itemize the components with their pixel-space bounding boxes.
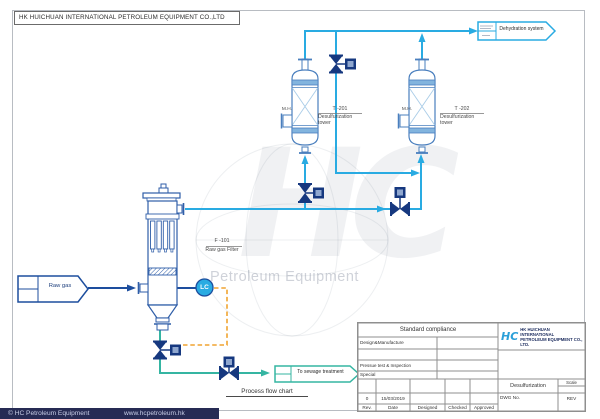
tb-empty xyxy=(358,379,376,393)
tb-special-row: Special xyxy=(358,371,437,379)
flag-raw-gas xyxy=(17,275,89,303)
tower2-manhole-label: M.H. xyxy=(401,106,413,112)
tb-standard-compliance: Standard compliance xyxy=(358,323,498,337)
gas-piping xyxy=(185,30,469,210)
tb-empty xyxy=(437,349,498,360)
tb-col-designed: Designed xyxy=(410,404,445,411)
tb-empty xyxy=(410,379,445,393)
tower1-tag: T -201 xyxy=(332,105,348,112)
watermark-globe xyxy=(195,143,389,337)
gas-flow-arrows xyxy=(301,27,478,213)
flag-raw-gas-label: Raw gas xyxy=(48,283,72,289)
tb-col-approved: Approved xyxy=(470,404,498,411)
tower2-name-1: Desulfurization xyxy=(440,113,475,120)
tb-col-checked: Checked xyxy=(445,404,470,411)
tb-company-line2: PETROLEUM EQUIPMENT CO., LTD. xyxy=(520,336,583,347)
hc-logo-icon: HC xyxy=(501,330,519,343)
drain-arrow xyxy=(261,369,270,377)
tb-empty xyxy=(470,393,498,404)
tb-date-value: 15/03/2019 xyxy=(376,393,410,404)
valve-drain xyxy=(153,340,181,360)
filter-tag: F -101 xyxy=(214,238,230,244)
tb-drawing-title: Desulfurization xyxy=(498,379,558,393)
footer-bar: © HC Petroleum Equipment www.hcpetroleum… xyxy=(0,408,219,419)
company-header: HK HUICHUAN INTERNATIONAL PETROLEUM EQUI… xyxy=(14,11,240,25)
flag-dehydration xyxy=(477,21,557,41)
flag-sewage-label: To sewage treatment xyxy=(297,369,344,375)
valve-t201-inlet xyxy=(298,183,324,203)
tb-empty xyxy=(445,393,470,404)
tb-pressure-row: Pressue test & Inspection xyxy=(358,360,437,371)
tower1-name-2: tower xyxy=(318,120,331,126)
tb-col-date: Date xyxy=(376,404,410,411)
tb-dwg-label: DWG No. xyxy=(498,393,558,411)
tb-rev-value: 0 xyxy=(358,393,376,404)
tower2-tag: T -202 xyxy=(454,105,470,112)
filter-name: Raw gas Filter xyxy=(205,246,239,253)
vessel-t201 xyxy=(280,58,319,154)
feed-arrow xyxy=(127,284,136,292)
tb-empty xyxy=(410,393,445,404)
footer-website: www.hcpetroleum.hk xyxy=(124,410,185,417)
tower1-manhole-label: M.H. xyxy=(281,106,293,112)
drawing-caption: Process flow chart xyxy=(226,388,308,398)
vessel-f101 xyxy=(137,183,185,331)
tower2-name-2: tower xyxy=(440,120,453,126)
tb-logo-box: HC HK HUICHUAN INTERNATIONAL PETROLEUM E… xyxy=(498,323,585,350)
tb-empty xyxy=(376,379,410,393)
tb-rev-label: REV xyxy=(558,393,585,411)
tb-col-rev: Rev. xyxy=(358,404,376,411)
tb-company-line1: HK HUICHUAN INTERNATIONAL xyxy=(520,326,555,337)
tb-empty xyxy=(437,337,498,349)
tower1-name-1: Desulfurization xyxy=(318,113,353,120)
title-block: Standard compliance Design&Manufacture P… xyxy=(358,323,585,411)
tb-design-row: Design&Manufacture xyxy=(358,337,437,349)
valve-bypass xyxy=(329,54,356,74)
drain-piping xyxy=(159,330,261,374)
tb-empty xyxy=(498,350,585,379)
flag-dehydration-label: Dehydration system xyxy=(499,26,544,32)
valve-sewage xyxy=(219,356,239,380)
tb-empty xyxy=(558,386,585,393)
flag-sewage xyxy=(274,365,361,383)
level-controller-label: LC xyxy=(200,284,209,291)
tb-empty xyxy=(470,379,498,393)
tb-empty xyxy=(358,349,437,360)
level-controller-bubble xyxy=(195,278,214,297)
page-border xyxy=(12,10,585,411)
tb-empty xyxy=(437,360,498,371)
tb-empty xyxy=(445,379,470,393)
valve-t202-feed xyxy=(390,187,410,216)
label-underlines xyxy=(206,113,484,247)
footer-copyright: © HC Petroleum Equipment xyxy=(8,410,90,417)
tb-empty xyxy=(437,371,498,379)
tb-scale-label: Scale xyxy=(558,379,585,386)
